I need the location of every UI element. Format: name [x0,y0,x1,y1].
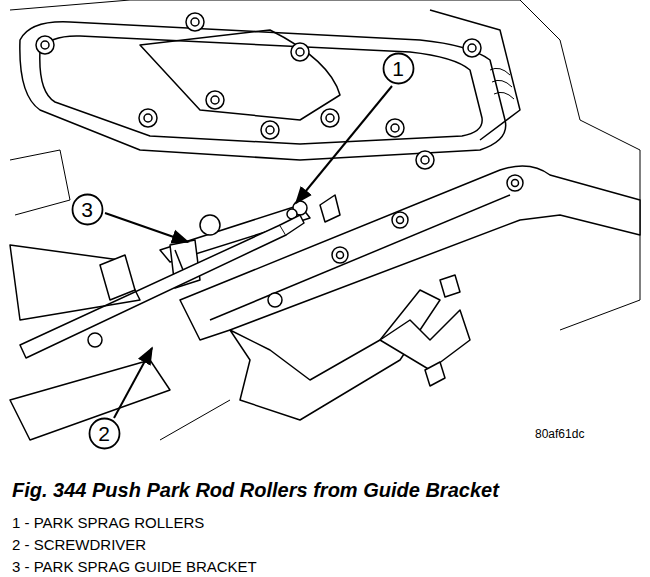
legend-line: 3 - PARK SPRAG GUIDE BRACKET [12,558,257,575]
callout-circle-shape [383,53,413,83]
callout-number: 2 [98,423,110,444]
figure-caption: Fig. 344 Push Park Rod Rollers from Guid… [12,479,638,502]
figure-code: 80af61dc [535,427,584,441]
callout-circle: 1 [382,52,415,85]
legend-line: 1 - PARK SPRAG ROLLERS [12,514,204,531]
leader-lines [105,86,392,418]
callout-number: 1 [392,58,404,79]
callout-circle-shape [89,418,119,448]
callout-circle-shape [72,194,102,224]
callout-circle: 2 [88,417,121,450]
callout-number: 3 [81,199,93,220]
transmission-illustration [0,0,650,470]
callout-circle: 3 [71,193,104,226]
legend-line: 2 - SCREWDRIVER [12,536,146,553]
